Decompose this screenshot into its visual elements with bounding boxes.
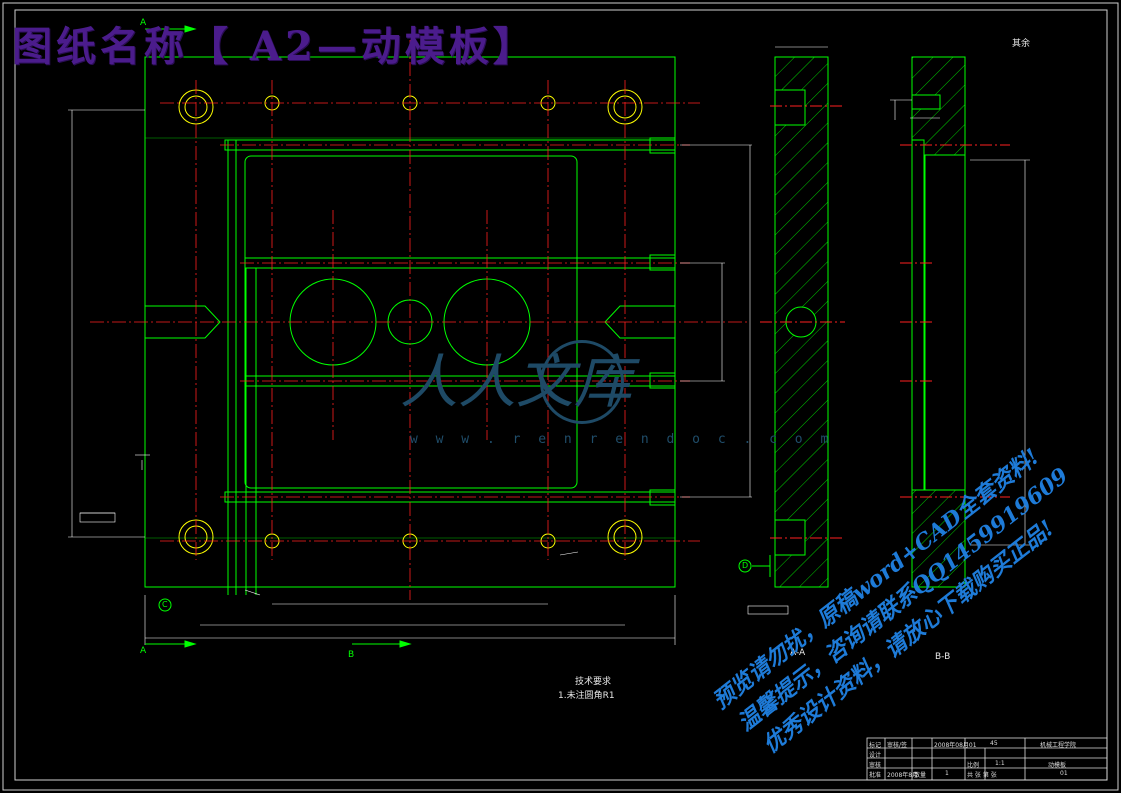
watermark-circle-icon <box>540 340 624 424</box>
section-bb-hole <box>911 94 941 110</box>
side-hole-right <box>604 305 676 339</box>
inner-border <box>14 9 1108 781</box>
surface-finish-note: 其余 <box>1012 39 1031 49</box>
drawing-title: 图纸名称【 A2—动模板】 <box>12 23 537 70</box>
plan-view <box>68 25 752 648</box>
centerlines <box>90 40 750 600</box>
watermark-logo: 人人文库 <box>400 348 633 416</box>
datum-c-marker <box>158 598 172 612</box>
plug-3 <box>649 372 676 389</box>
plug-2 <box>649 254 676 271</box>
label-section-aa: A-A <box>790 648 806 658</box>
label-section-bb: B-B <box>935 652 951 662</box>
watermark-url: w w w . r e n r e n d o c . c o m <box>410 432 834 447</box>
section-bb-channel <box>911 139 925 491</box>
title-block-grid <box>866 737 1108 781</box>
side-hole-left <box>144 305 221 339</box>
section-bb-centerlines <box>900 144 1010 498</box>
plug-1 <box>649 137 676 154</box>
section-aa-view <box>760 46 845 588</box>
label-datum-d: D <box>742 561 749 570</box>
label-a-bottom: A <box>140 646 147 656</box>
section-bb-view <box>890 56 1030 588</box>
label-b-bottom: B <box>348 650 355 660</box>
feature-control-frame <box>747 605 789 615</box>
datum-d-marker <box>738 559 752 573</box>
label-a-top: A <box>140 18 147 28</box>
tech-req-item1: 1.未注圆角R1 <box>558 691 615 701</box>
label-datum-c: C <box>162 600 168 609</box>
plug-4 <box>649 489 676 506</box>
section-aa-counterbore-top <box>774 89 806 126</box>
tech-req-heading: 技术要求 <box>575 677 612 687</box>
dimensions <box>68 109 752 645</box>
section-bb-dims <box>890 99 1030 546</box>
section-arrows <box>145 25 412 648</box>
